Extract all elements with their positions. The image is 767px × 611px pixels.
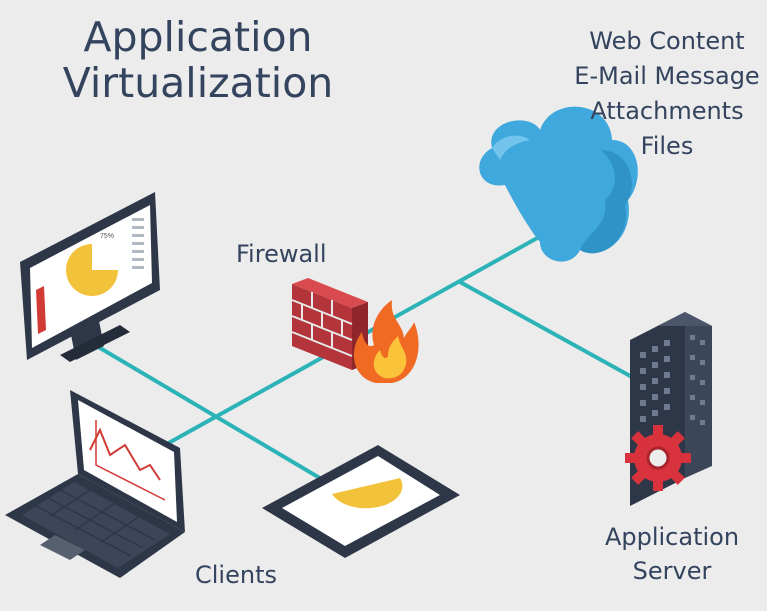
clients-label: Clients <box>195 561 277 589</box>
monitor-icon: 75% <box>20 192 160 362</box>
firewall-label: Firewall <box>236 240 327 268</box>
server-label-line-1: Application <box>604 523 740 551</box>
monitor-pie-label: 75% <box>100 233 114 240</box>
server-label-line-2: Server <box>632 557 712 585</box>
line-junction-to-server <box>458 280 634 379</box>
monitor-pie-chart <box>66 244 118 296</box>
tablet-icon <box>262 445 460 558</box>
application-server-label: Application Server <box>592 520 752 588</box>
content-item: Files <box>640 132 694 160</box>
gear-icon <box>625 425 691 491</box>
tablet-pie-chart <box>332 478 403 509</box>
title-line-1: Application <box>83 13 313 61</box>
title-line-2: Virtualization <box>62 59 334 107</box>
cloud-content-list: Web Content E-Mail Message Attachments F… <box>558 24 767 164</box>
flame-icon <box>353 300 419 383</box>
laptop-icon <box>5 390 185 578</box>
content-item: Attachments <box>590 97 744 125</box>
content-item: E-Mail Message <box>574 62 760 90</box>
cloud-icon <box>479 106 638 262</box>
content-item: Web Content <box>589 27 745 55</box>
diagram-title: Application Virtualization <box>28 14 368 106</box>
